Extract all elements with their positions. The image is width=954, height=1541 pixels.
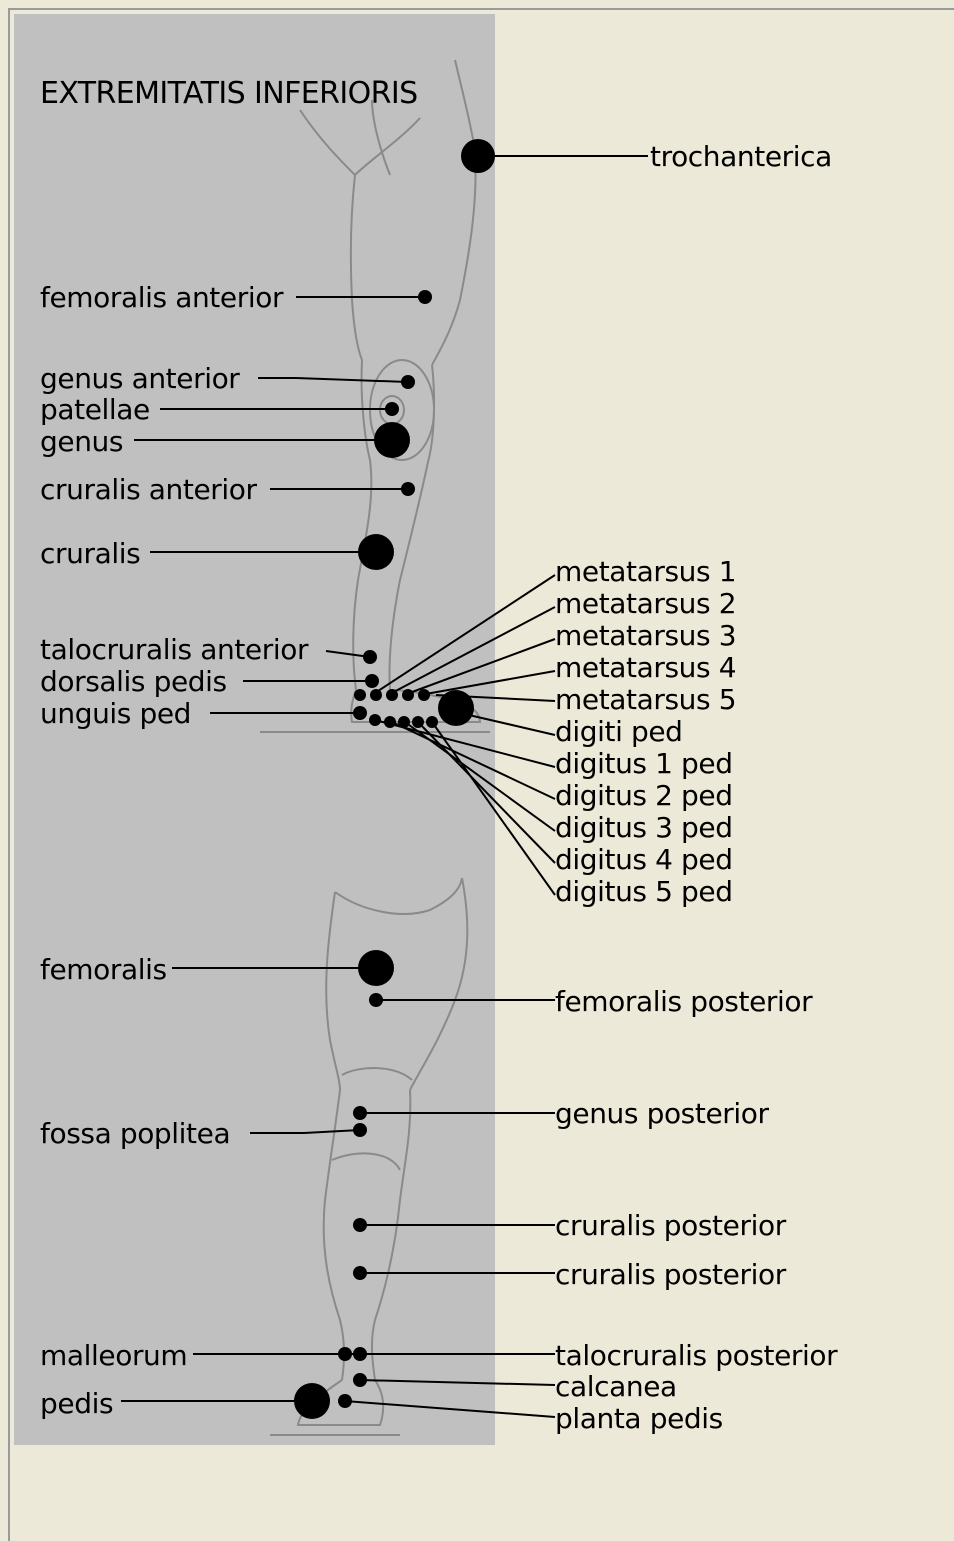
label-cruralis-anterior: cruralis anterior [40,474,257,506]
label-digitus-3-ped: digitus 3 ped [555,812,733,844]
marker-genus-posterior [353,1106,367,1120]
label-digiti-ped: digiti ped [555,716,683,748]
label-metatarsus-3: metatarsus 3 [555,620,736,652]
label-cruralis-posterior-2: cruralis posterior [555,1259,786,1291]
marker-trochanterica [461,139,495,173]
label-genus-posterior: genus posterior [555,1098,769,1130]
marker-fossa-poplitea [353,1123,367,1137]
marker-metatarsus-1 [354,689,366,701]
label-calcanea: calcanea [555,1371,677,1403]
marker-cruralis-anterior [401,482,415,496]
label-patellae: patellae [40,394,150,426]
marker-pedis [294,1383,330,1419]
label-genus-anterior: genus anterior [40,363,239,395]
label-metatarsus-2: metatarsus 2 [555,588,736,620]
label-femoralis: femoralis [40,954,167,986]
marker-patellae [385,402,399,416]
label-talocruralis-posterior: talocruralis posterior [555,1340,837,1372]
marker-digitus-2-ped [384,716,396,728]
label-cruralis: cruralis [40,538,140,570]
marker-digiti-ped [438,690,474,726]
marker-femoralis-anterior [418,290,432,304]
marker-cruralis-posterior-2 [353,1266,367,1280]
marker-talocruralis-anterior [363,650,377,664]
label-femoralis-anterior: femoralis anterior [40,282,283,314]
panel-title: EXTREMITATIS INFERIORIS [40,78,418,110]
label-digitus-4-ped: digitus 4 ped [555,844,733,876]
label-metatarsus-1: metatarsus 1 [555,556,736,588]
marker-metatarsus-5 [418,689,430,701]
label-metatarsus-5: metatarsus 5 [555,684,736,716]
label-fossa-poplitea: fossa poplitea [40,1118,230,1150]
marker-cruralis-posterior-1 [353,1218,367,1232]
label-cruralis-posterior-1: cruralis posterior [555,1210,786,1242]
anterior-leg-drawing [260,60,490,732]
label-digitus-1-ped: digitus 1 ped [555,748,733,780]
marker-digitus-1-ped [369,714,381,726]
label-unguis-ped: unguis ped [40,698,191,730]
label-trochanterica: trochanterica [650,141,832,173]
label-metatarsus-4: metatarsus 4 [555,652,736,684]
marker-malleorum [338,1347,352,1361]
marker-metatarsus-2 [370,689,382,701]
label-dorsalis-pedis: dorsalis pedis [40,666,227,698]
label-genus: genus [40,426,123,458]
marker-cruralis [358,534,394,570]
marker-genus [374,422,410,458]
marker-digitus-5-ped [426,716,438,728]
marker-planta-pedis [338,1394,352,1408]
label-pedis: pedis [40,1388,113,1420]
marker-metatarsus-3 [386,689,398,701]
marker-metatarsus-4 [402,689,414,701]
marker-unguis-ped [353,706,367,720]
label-planta-pedis: planta pedis [555,1403,723,1435]
marker-femoralis [358,950,394,986]
marker-talocruralis-posterior [353,1347,367,1361]
label-malleorum: malleorum [40,1340,187,1372]
label-digitus-2-ped: digitus 2 ped [555,780,733,812]
marker-digitus-4-ped [412,716,424,728]
marker-calcanea [353,1373,367,1387]
label-digitus-5-ped: digitus 5 ped [555,876,733,908]
label-talocruralis-anterior: talocruralis anterior [40,634,308,666]
label-femoralis-posterior: femoralis posterior [555,986,812,1018]
marker-digitus-3-ped [398,716,410,728]
marker-dorsalis-pedis [365,674,379,688]
marker-femoralis-posterior [369,993,383,1007]
marker-genus-anterior [401,375,415,389]
